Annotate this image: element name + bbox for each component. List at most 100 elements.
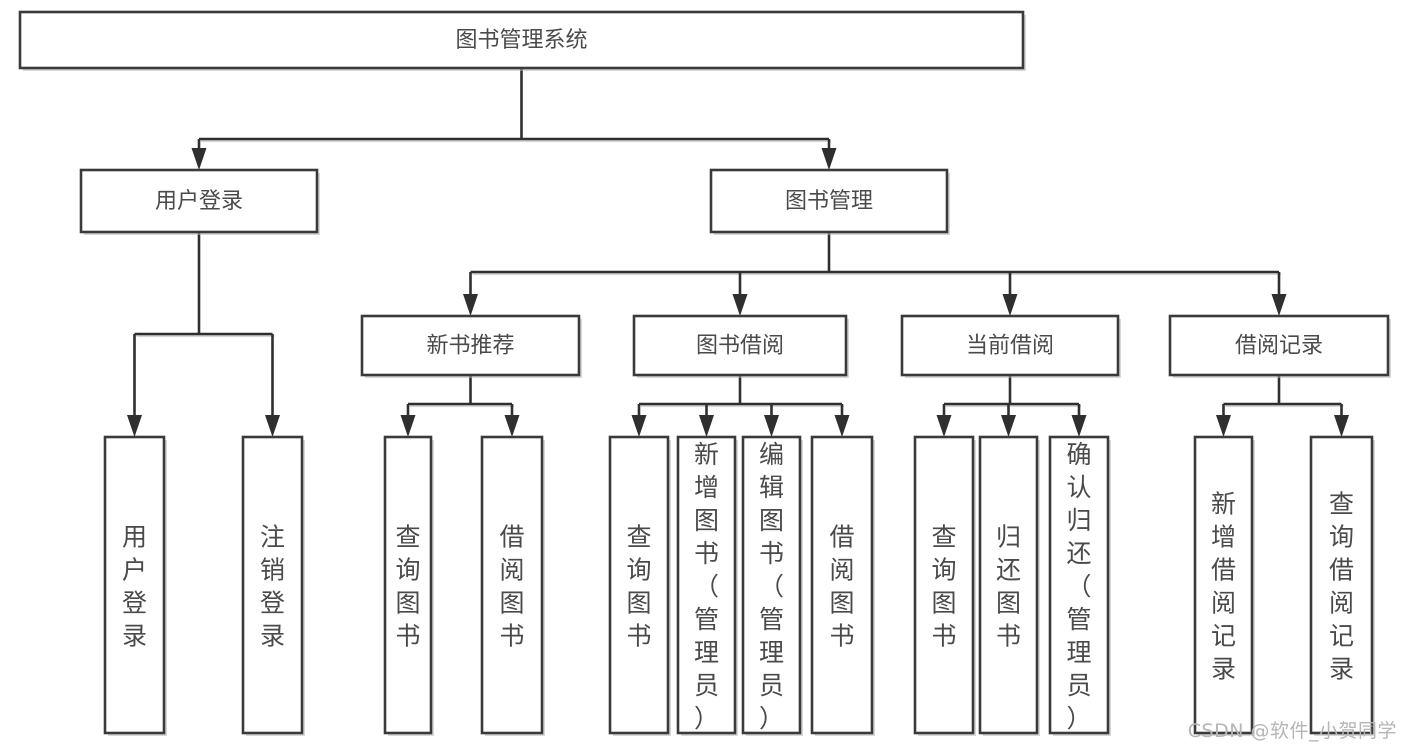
node-label-char: 书 xyxy=(829,621,854,650)
node-label-char: 图 xyxy=(395,588,420,617)
node-label-char: 借 xyxy=(829,522,854,551)
node-label-char: 增 xyxy=(694,473,719,502)
edges-layer xyxy=(127,68,1349,437)
node-label: 图书管理 xyxy=(785,189,873,214)
node-label: 用户登录 xyxy=(155,189,243,214)
node-label-char: 管 xyxy=(759,605,784,634)
node-label: 图书借阅 xyxy=(696,334,784,359)
node-label-char: 查 xyxy=(931,522,956,551)
node-label-char: 图 xyxy=(829,588,854,617)
node-label-char: 书 xyxy=(759,539,784,568)
node-label-char: 新 xyxy=(1211,489,1236,518)
node-label-char: 查 xyxy=(626,522,651,551)
node-label-char: 编 xyxy=(759,440,784,469)
node-label-char: （ xyxy=(759,572,784,601)
node-label-char: 认 xyxy=(1066,473,1091,502)
node-borrow-record[interactable]: 借阅记录 xyxy=(1168,314,1391,378)
node-label-char: 录 xyxy=(1211,654,1236,683)
node-label-char: 询 xyxy=(626,555,651,584)
node-label-char: 书 xyxy=(931,621,956,650)
node-label-char: 录 xyxy=(1329,654,1354,683)
node-current-borrow[interactable]: 当前借阅 xyxy=(900,314,1121,378)
node-label-char: 书 xyxy=(499,621,524,650)
node-label-char: ） xyxy=(1066,704,1091,733)
node-book-manage[interactable]: 图书管理 xyxy=(709,168,950,235)
node-label-char: 图 xyxy=(499,588,524,617)
node-label-char: 归 xyxy=(996,522,1021,551)
node-label-char: 书 xyxy=(395,621,420,650)
node-label-char: 理 xyxy=(1066,638,1091,667)
node-label-char: （ xyxy=(694,572,719,601)
node-label-char: 阅 xyxy=(499,555,524,584)
node-label: 借阅记录 xyxy=(1235,334,1323,359)
node-label-char: 阅 xyxy=(1329,588,1354,617)
node-label-char: 查 xyxy=(395,522,420,551)
node-label-char: 登 xyxy=(122,588,147,617)
node-label-char: 图 xyxy=(931,588,956,617)
node-label-char: 询 xyxy=(931,555,956,584)
node-label-char: 增 xyxy=(1211,522,1236,551)
node-label-char: 阅 xyxy=(1211,588,1236,617)
node-label-char: 阅 xyxy=(829,555,854,584)
node-label-char: 图 xyxy=(996,588,1021,617)
node-label-char: 管 xyxy=(694,605,719,634)
node-label-char: ） xyxy=(759,704,784,733)
node-label-char: 图 xyxy=(694,506,719,535)
node-book-borrow[interactable]: 图书借阅 xyxy=(632,314,849,378)
node-label: 图书管理系统 xyxy=(455,28,587,53)
node-label-char: 还 xyxy=(1066,539,1091,568)
node-label-char: 登 xyxy=(260,588,285,617)
node-user-login[interactable]: 用户登录 xyxy=(79,168,320,235)
node-label-char: （ xyxy=(1066,572,1091,601)
node-label-char: 确 xyxy=(1066,440,1091,469)
node-label-char: 借 xyxy=(1329,555,1354,584)
node-label-char: 借 xyxy=(499,522,524,551)
node-label-char: 新 xyxy=(694,440,719,469)
node-label-char: 员 xyxy=(1066,671,1091,700)
node-label-char: 图 xyxy=(759,506,784,535)
node-label-char: 员 xyxy=(759,671,784,700)
node-label-char: 注 xyxy=(260,522,285,551)
node-label-char: 辑 xyxy=(759,473,784,502)
node-label-char: 询 xyxy=(1329,522,1354,551)
node-label-char: ） xyxy=(694,704,719,733)
node-label-char: 理 xyxy=(694,638,719,667)
node-label-char: 归 xyxy=(1066,506,1091,535)
node-label-char: 用 xyxy=(122,522,147,551)
node-label: 新书推荐 xyxy=(426,334,514,359)
node-label-char: 查 xyxy=(1329,489,1354,518)
node-label-char: 借 xyxy=(1211,555,1236,584)
node-leaf-user-login[interactable]: 用户登录 xyxy=(103,435,167,736)
node-label-char: 理 xyxy=(759,638,784,667)
node-label-char: 记 xyxy=(1211,621,1236,650)
nodes-layer: 图书管理系统用户登录图书管理新书推荐图书借阅当前借阅借阅记录用户登录注销登录查询… xyxy=(18,10,1391,736)
node-label-char: 销 xyxy=(260,555,285,584)
node-label-char: 户 xyxy=(122,555,147,584)
node-label-char: 录 xyxy=(122,621,147,650)
node-label-char: 还 xyxy=(996,555,1021,584)
node-label-char: 图 xyxy=(626,588,651,617)
node-label-char: 询 xyxy=(395,555,420,584)
node-label-char: 录 xyxy=(260,621,285,650)
node-new-book-recommend[interactable]: 新书推荐 xyxy=(360,314,582,378)
node-label-char: 管 xyxy=(1066,605,1091,634)
node-label: 当前借阅 xyxy=(966,334,1054,359)
node-label-char: 记 xyxy=(1329,621,1354,650)
node-label-char: 书 xyxy=(626,621,651,650)
node-label-char: 书 xyxy=(996,621,1021,650)
node-root[interactable]: 图书管理系统 xyxy=(18,10,1026,71)
